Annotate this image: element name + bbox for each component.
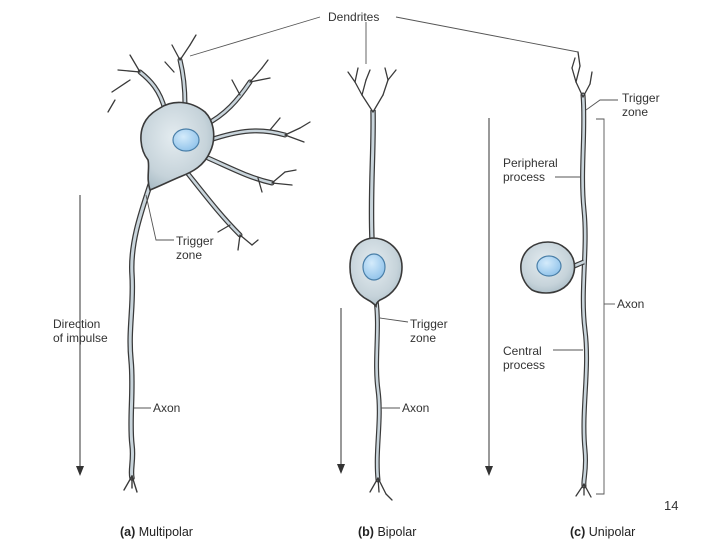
trigger-zone-a-label-line1: Trigger [176, 234, 214, 248]
axon-bracket [596, 118, 615, 495]
peripheral-process-label-line1: Peripheral [503, 156, 558, 170]
peripheral-process-label-line2: process [503, 170, 546, 184]
trigger-zone-c-label-line2: zone [622, 105, 649, 119]
bipolar-neuron [347, 67, 403, 501]
direction-arrow [76, 195, 84, 476]
caption-multipolar: (a) Multipolar [120, 525, 193, 539]
dendrites-label: Dendrites [328, 10, 380, 24]
caption-multipolar-letter: (a) [120, 525, 136, 539]
axon-c-label: Axon [617, 297, 645, 311]
caption-unipolar: (c) Unipolar [570, 525, 635, 539]
multipolar-neuron [107, 34, 311, 493]
page-number: 14 [664, 498, 679, 513]
central-process-label-line2: process [503, 358, 546, 372]
axon-b-label: Axon [402, 401, 430, 415]
direction-label-line2: of impulse [53, 331, 108, 345]
bipolar-direction-arrow [337, 308, 345, 474]
unipolar-direction-arrow [485, 118, 493, 476]
trigger-zone-b-label-line2: zone [410, 331, 437, 345]
caption-unipolar-letter: (c) [570, 525, 586, 539]
caption-bipolar-name: Bipolar [377, 525, 417, 539]
axon-a-label: Axon [153, 401, 181, 415]
central-process-label-line1: Central [503, 344, 542, 358]
caption-bipolar-letter: (b) [358, 525, 374, 539]
trigger-zone-c-label-line1: Trigger [622, 91, 660, 105]
dendrites-leaders [189, 16, 579, 64]
bipolar-nucleus [362, 253, 386, 281]
trigger-zone-a-label-line2: zone [176, 248, 203, 262]
trigger-zone-b-label-line1: Trigger [410, 317, 448, 331]
caption-unipolar-name: Unipolar [588, 525, 636, 539]
unipolar-nucleus [536, 255, 562, 277]
multipolar-nucleus [172, 128, 200, 152]
unipolar-neuron [520, 51, 593, 498]
caption-bipolar: (b) Bipolar [358, 525, 416, 539]
multipolar-axon [127, 182, 153, 481]
caption-multipolar-name: Multipolar [138, 525, 193, 539]
direction-label-line1: Direction [53, 317, 101, 331]
